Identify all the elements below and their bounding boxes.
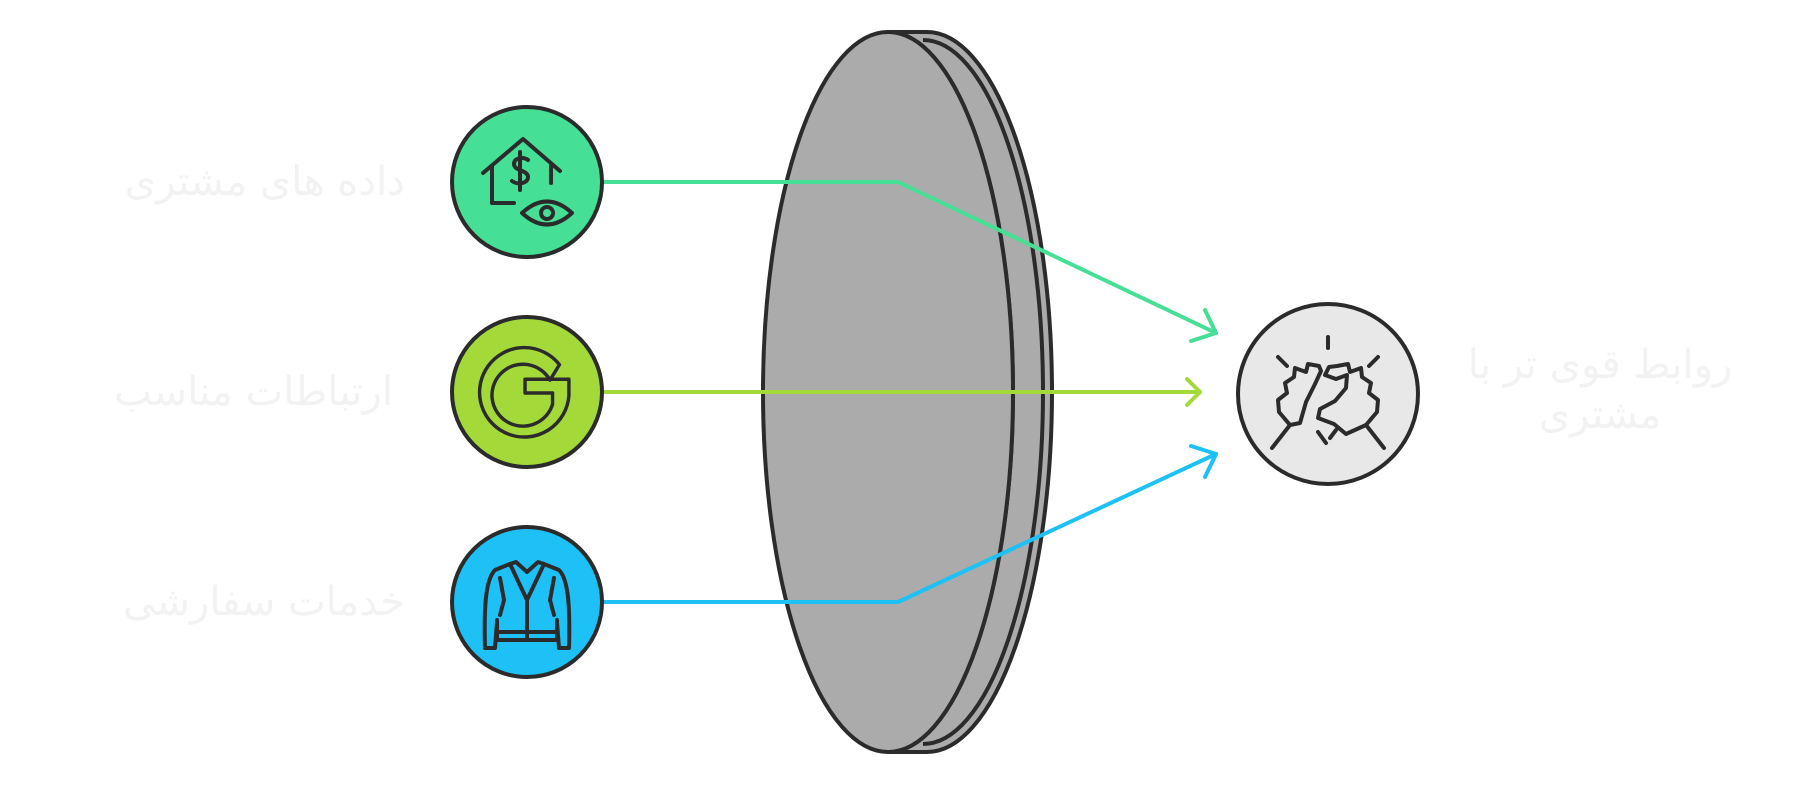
input-node-appropriate-communications <box>450 315 604 469</box>
input-label-appropriate-communications: ارتباطات مناسب <box>114 369 393 415</box>
arrowhead-appropriate-communications <box>1185 377 1202 407</box>
input-node-custom-services <box>450 525 604 679</box>
connectors <box>601 180 1218 604</box>
handshake-icon <box>1270 335 1386 450</box>
jacket-icon <box>482 560 572 650</box>
connector-custom-services <box>601 452 1218 604</box>
output-circle <box>1236 302 1420 486</box>
arrowhead-customer-data <box>1189 308 1218 343</box>
input-label-customer-data: داده های مشتری <box>124 159 405 205</box>
google-g-icon <box>477 345 571 439</box>
connector-customer-data <box>601 180 1218 335</box>
input-node-customer-data <box>450 105 604 259</box>
input-label-custom-services: خدمات سفارشی <box>123 579 405 625</box>
output-node-stronger-relationships <box>1236 302 1420 486</box>
arrowhead-custom-services <box>1189 444 1218 479</box>
output-label-stronger-relationships: روابط قوی تر با مشتری <box>1467 342 1733 438</box>
house-dollar-eye-icon <box>481 137 574 227</box>
